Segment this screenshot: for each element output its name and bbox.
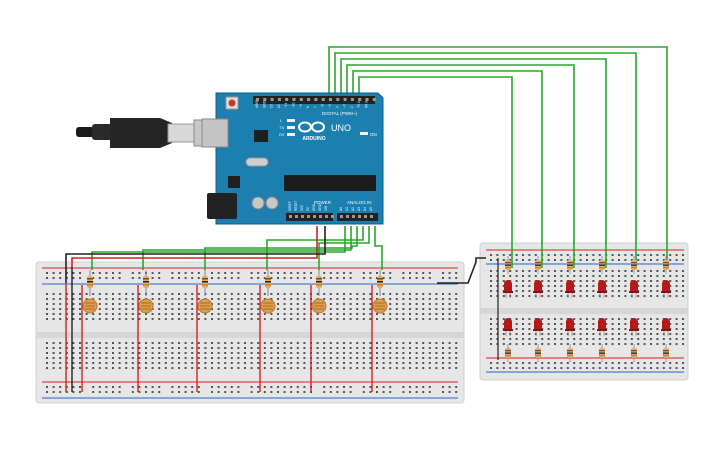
led-resistor[interactable] <box>631 344 637 362</box>
power-pin-label: 5V <box>306 206 310 211</box>
led[interactable] <box>565 280 575 298</box>
led-resistor[interactable] <box>505 256 511 274</box>
sensor-resistor[interactable] <box>202 270 208 296</box>
photoresistor[interactable] <box>311 298 327 314</box>
digital-pin-label: ~9 <box>299 104 303 108</box>
led-resistor[interactable] <box>631 256 637 274</box>
digital-pin-label: AREF <box>255 99 259 108</box>
brand-label: ARDUINO <box>302 136 325 142</box>
photoresistor[interactable] <box>197 298 213 314</box>
led-resistor[interactable] <box>505 344 511 362</box>
led-group <box>497 258 671 360</box>
photoresistor[interactable] <box>82 298 98 314</box>
usb-cable[interactable] <box>76 118 223 148</box>
digital-pin-label: ~11 <box>284 103 288 108</box>
digital-pin-label: ~5 <box>328 104 332 108</box>
led[interactable] <box>629 280 639 298</box>
digital-pin-label: 2 <box>350 106 354 108</box>
led-resistor[interactable] <box>663 344 669 362</box>
analog-pin-label: A2 <box>351 207 355 211</box>
breadboard-right <box>479 242 689 381</box>
analog-pin-label: A1 <box>345 207 349 211</box>
led[interactable] <box>597 318 607 336</box>
analog-pin-label: A5 <box>369 207 373 211</box>
sensor-resistor[interactable] <box>316 270 322 296</box>
digital-header-label: DIGITAL (PWM~) <box>322 111 357 116</box>
power-pin-label: GND <box>312 203 316 211</box>
power-pin-label: IOREF <box>288 201 292 211</box>
led[interactable] <box>565 318 575 336</box>
power-pin-label: 3V3 <box>300 205 304 211</box>
analog-pin-label: A3 <box>357 207 361 211</box>
led[interactable] <box>597 280 607 298</box>
led[interactable] <box>661 318 671 336</box>
digital-pin-label: RX 0 <box>365 101 369 108</box>
photoresistor[interactable] <box>138 298 154 314</box>
analog-pin-label: A0 <box>339 207 343 211</box>
analog-header-label: ANALOG IN <box>347 200 372 205</box>
led-resistor[interactable] <box>663 256 669 274</box>
sensor-signal-wires[interactable] <box>91 226 383 270</box>
led-resistor[interactable] <box>599 344 605 362</box>
sensor-resistor[interactable] <box>87 270 93 296</box>
led-resistor[interactable] <box>567 344 573 362</box>
photoresistor[interactable] <box>372 298 388 314</box>
digital-pin-label: 8 <box>306 106 310 108</box>
analog-pin-label: A4 <box>363 207 367 211</box>
led[interactable] <box>661 280 671 298</box>
sensor-resistor[interactable] <box>143 270 149 296</box>
digital-pin-label: 13 <box>270 104 274 108</box>
power-pin-label: GND <box>318 203 322 211</box>
breadboard-left <box>35 261 465 404</box>
resistor-group <box>87 256 669 362</box>
arduino-logo <box>298 121 325 133</box>
power-pin-label: RESET <box>294 200 298 211</box>
rx-led-label: RX <box>279 132 285 137</box>
led-resistor[interactable] <box>599 256 605 274</box>
model-label: UNO <box>331 123 351 133</box>
digital-pin-label: ~3 <box>343 104 347 108</box>
digital-pin-label: 4 <box>335 106 339 108</box>
digital-pin-label: ~6 <box>321 104 325 108</box>
led-signal-wires[interactable] <box>328 46 668 268</box>
tx-led-label: TX <box>279 125 284 130</box>
sensor-resistor[interactable] <box>265 270 271 296</box>
digital-pin-label: GND <box>262 100 266 108</box>
digital-pin-label: TX 1 <box>357 101 361 108</box>
power-wires[interactable] <box>65 226 486 284</box>
digital-pin-label: ~10 <box>292 102 296 108</box>
led-resistor[interactable] <box>535 344 541 362</box>
led-resistor[interactable] <box>567 256 573 274</box>
on-led-label: ON <box>370 132 377 137</box>
power-header-label: POWER <box>314 200 332 205</box>
photoresistor-group <box>65 267 388 392</box>
sensor-resistor[interactable] <box>377 270 383 296</box>
digital-pin-label: 7 <box>313 106 317 108</box>
arduino-board[interactable]: ARDUINO UNO DIGITAL (PWM~) POWER ANALOG … <box>201 92 384 225</box>
led[interactable] <box>503 280 513 298</box>
led[interactable] <box>533 318 543 336</box>
photoresistor[interactable] <box>260 298 276 314</box>
digital-pin-label: 12 <box>277 104 281 108</box>
led[interactable] <box>503 318 513 336</box>
led[interactable] <box>533 280 543 298</box>
l-led-label: L <box>280 118 283 123</box>
led[interactable] <box>629 318 639 336</box>
power-pin-label: VIN <box>324 205 328 211</box>
led-resistor[interactable] <box>535 256 541 274</box>
